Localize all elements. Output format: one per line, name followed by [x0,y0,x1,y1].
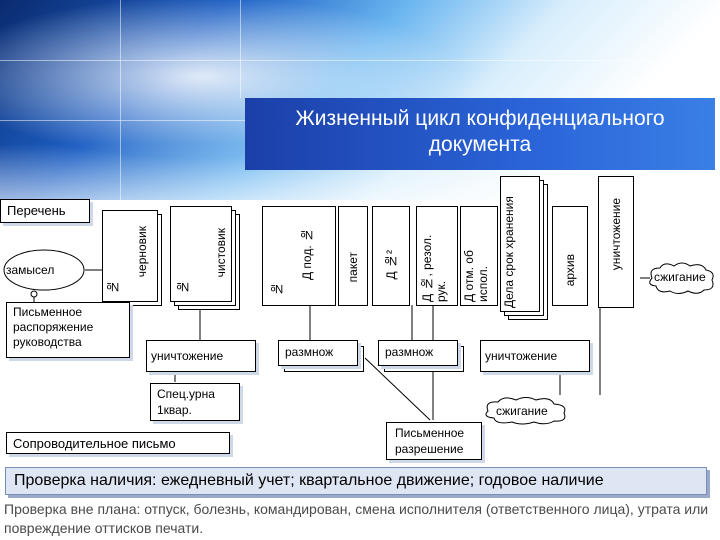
num3-label: № [270,282,284,296]
d-rezol-card [416,206,458,306]
szhiganie1-label: сжигание [654,270,706,284]
unichtozhenie-v-card [598,176,634,308]
zamysel-label: замысел [6,263,55,277]
num1-label: № [106,280,120,294]
fire-cloud-icon [649,262,714,294]
check-banner: Проверка наличия: ежедневный учет; кварт… [5,467,707,495]
d-otm-label: Д отм. об испол. [462,250,490,302]
razmnozh1-box: размнож [278,340,358,366]
delo-label: Дела срок хранения [502,196,516,308]
soprovod-box: Сопроводительное письмо [6,432,230,454]
pismennoe-rasp-label: Письменное распоряжение руководства [13,305,94,349]
pismennoe-razr-label: Письменное разрешение [395,426,465,456]
szhiganie2-label: сжигание [496,404,548,418]
bg-grid-line [120,0,121,200]
page-title: Жизненный цикл конфиденциального докумен… [295,107,665,156]
chistovik-card [170,206,232,302]
d-otm-card [460,206,498,306]
pismennoe-rasp-box: Письменное распоряжение руководства [6,302,130,358]
perechen-box: Перечень [0,199,90,223]
d-num2-card [372,206,410,306]
unichtozhenie1-box: уничтожение [146,340,256,372]
soprovod-label: Сопроводительное письмо [13,436,176,451]
check-banner-text: Проверка наличия: ежедневный учет; кварт… [14,472,604,489]
arkhiv-card [552,206,588,306]
unplanned-check-note: Проверка вне плана: отпуск, болезнь, ком… [4,501,709,536]
razmnozh1-label: размнож [285,345,334,359]
unichtozhenie2-box: уничтожение [480,340,590,372]
paket-label: пакет [346,252,360,283]
razmnozh2-label: размнож [385,345,434,359]
bg-grid-line [0,120,245,121]
paket-card [338,206,368,306]
chernovik-card [102,210,158,302]
fire-cloud-icon-2 [485,397,566,425]
delo-card [500,176,540,312]
d-pod-label: Д под. № [300,228,314,281]
zamysel-cloud-icon [3,249,85,298]
pismennoe-razr-box: Письменное разрешение [386,422,482,460]
d-pod-card [262,206,336,306]
num2-label: № [176,280,190,294]
bg-grid-line [0,60,720,61]
razmnozh2-box: размнож [378,340,458,366]
unichtozhenie2-label: уничтожение [485,349,558,363]
perechen-label: Перечень [7,203,66,218]
title-bar [245,98,715,170]
d-num2-label: Д №² [384,250,398,280]
chernovik-label: черновик [135,226,149,278]
arkhiv-label: архив [563,254,577,287]
spec-urna-label: Спец.урна 1квар. [157,387,215,417]
spec-urna-box: Спец.урна 1квар. [150,383,240,421]
chistovik-label: чистовик [214,228,228,278]
d-rezol-label: Д №, резол. рук. [420,234,448,302]
bg-grid-line [240,0,241,98]
unichtozhenie-v-label: уничтожение [609,198,623,271]
unichtozhenie1-label: уничтожение [151,349,224,363]
